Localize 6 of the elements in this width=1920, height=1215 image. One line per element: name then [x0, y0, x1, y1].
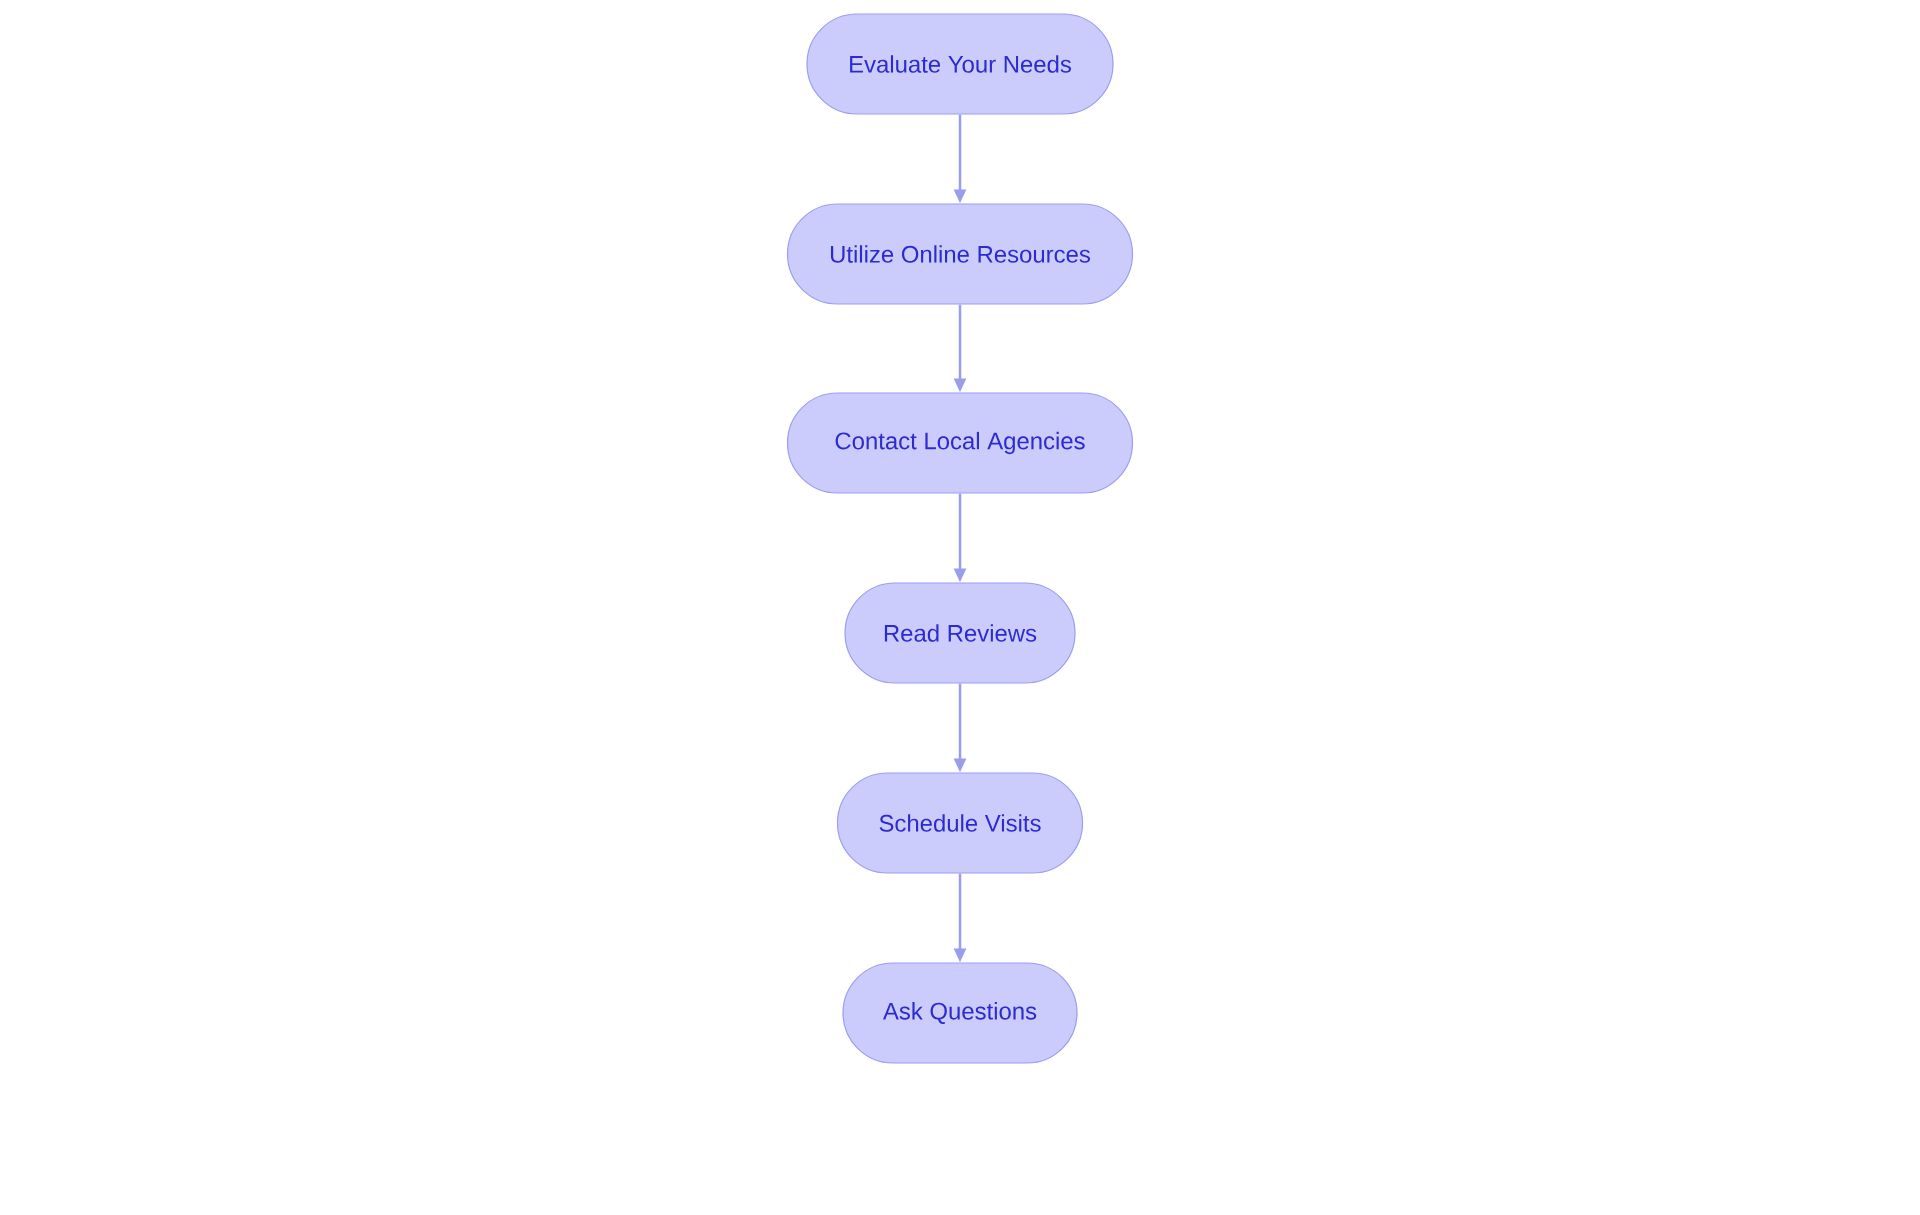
- process-box: Ask Questions: [842, 962, 1078, 1064]
- process-box: Contact Local Agencies: [786, 392, 1134, 494]
- process-box: Evaluate Your Needs: [806, 13, 1114, 115]
- process-box: Read Reviews: [844, 582, 1076, 684]
- process-box: Schedule Visits: [836, 772, 1084, 874]
- process-box: Utilize Online Resources: [786, 203, 1134, 305]
